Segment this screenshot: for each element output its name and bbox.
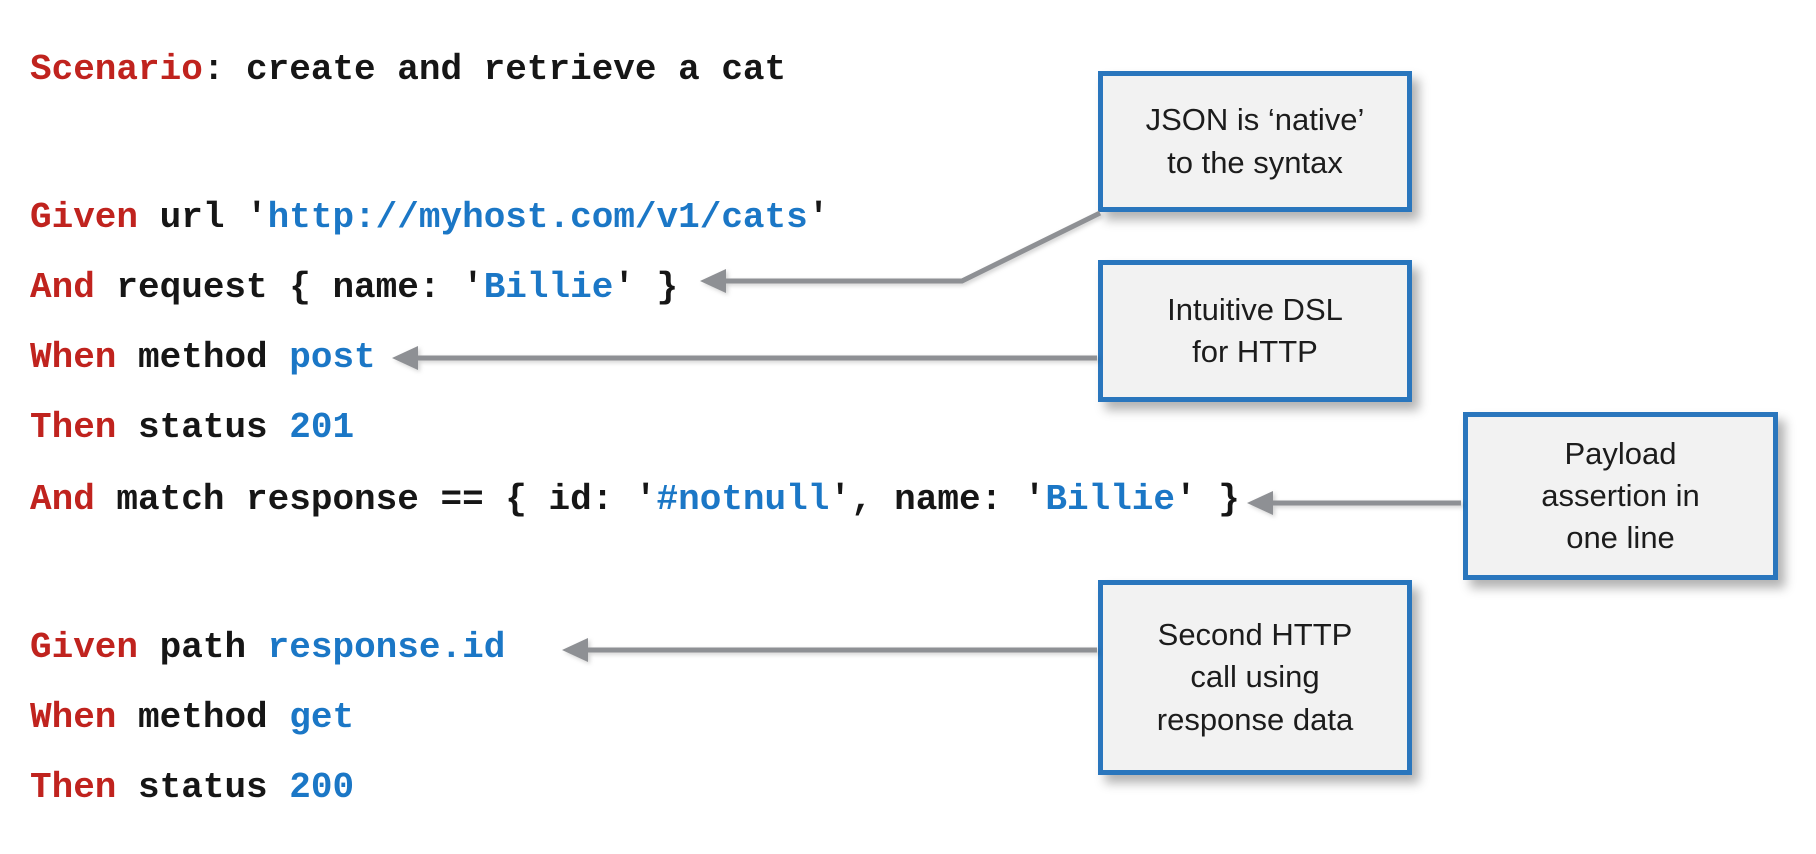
- callout-text-line: JSON is ‘native’: [1145, 102, 1365, 138]
- code-token-keyword: Then: [30, 407, 117, 448]
- code-token-value: http://myhost.com/v1/cats: [267, 197, 808, 238]
- code-token-plain: path: [138, 627, 268, 668]
- code-line-then-status-201: Then status 201: [30, 407, 354, 449]
- code-token-value: #notnull: [656, 479, 830, 520]
- code-line-and-request: And request { name: 'Billie' }: [30, 267, 678, 309]
- code-token-value: 200: [289, 767, 355, 808]
- callout-second-http-call: Second HTTP call using response data: [1098, 580, 1412, 775]
- callout-text-line: assertion in: [1541, 477, 1700, 513]
- code-token-plain: ' }: [1175, 479, 1240, 520]
- code-token-value: Billie: [483, 267, 614, 308]
- code-line-scenario: Scenario: create and retrieve a cat: [30, 49, 786, 91]
- arrow-payload-assertion: [1247, 491, 1461, 515]
- code-token-plain: url ': [138, 197, 268, 238]
- code-token-value: 201: [289, 407, 355, 448]
- callout-text-line: call using: [1190, 659, 1320, 695]
- code-line-and-match: And match response == { id: '#notnull', …: [30, 479, 1240, 521]
- code-token-keyword: And: [30, 479, 95, 520]
- code-token-plain: status: [116, 767, 290, 808]
- arrow-second-http-call: [562, 638, 1097, 662]
- code-token-plain: match response == { id: ': [94, 479, 657, 520]
- code-token-keyword: When: [30, 697, 117, 738]
- callout-text-line: to the syntax: [1167, 144, 1343, 180]
- code-token-plain: method: [116, 697, 290, 738]
- code-line-when-method-post: When method post: [30, 337, 376, 379]
- code-token-value: response.id: [267, 627, 506, 668]
- callout-text-line: Intuitive DSL: [1167, 291, 1343, 327]
- code-token-value: Billie: [1045, 479, 1176, 520]
- callout-text-line: one line: [1566, 520, 1675, 556]
- callout-text-line: Payload: [1564, 435, 1677, 471]
- code-line-given-url: Given url 'http://myhost.com/v1/cats': [30, 197, 829, 239]
- code-token-plain: : create and retrieve a cat: [202, 49, 787, 90]
- code-token-keyword: When: [30, 337, 117, 378]
- code-token-plain: ', name: ': [829, 479, 1046, 520]
- code-token-keyword: Then: [30, 767, 117, 808]
- code-token-keyword: Scenario: [30, 49, 203, 90]
- callout-text-line: response data: [1156, 701, 1354, 737]
- code-token-plain: ' }: [613, 267, 679, 308]
- code-token-plain: request { name: ': [94, 267, 484, 308]
- code-token-plain: method: [116, 337, 290, 378]
- code-token-keyword: Given: [30, 197, 139, 238]
- code-token-keyword: Given: [30, 627, 139, 668]
- code-line-given-path: Given path response.id: [30, 627, 505, 669]
- callout-json-native: JSON is ‘native’ to the syntax: [1098, 71, 1412, 212]
- callout-payload-assertion: Payload assertion in one line: [1463, 412, 1778, 580]
- code-token-keyword: And: [30, 267, 95, 308]
- code-token-value: get: [289, 697, 355, 738]
- callout-text-line: for HTTP: [1192, 334, 1318, 369]
- arrow-intuitive-dsl: [392, 346, 1097, 370]
- code-token-value: post: [289, 337, 376, 378]
- code-line-when-method-get: When method get: [30, 697, 354, 739]
- code-token-plain: ': [807, 197, 830, 238]
- code-line-then-status-200: Then status 200: [30, 767, 354, 809]
- callout-text-line: Second HTTP: [1157, 617, 1353, 653]
- callout-intuitive-dsl: Intuitive DSL for HTTP: [1098, 260, 1412, 402]
- code-token-plain: status: [116, 407, 290, 448]
